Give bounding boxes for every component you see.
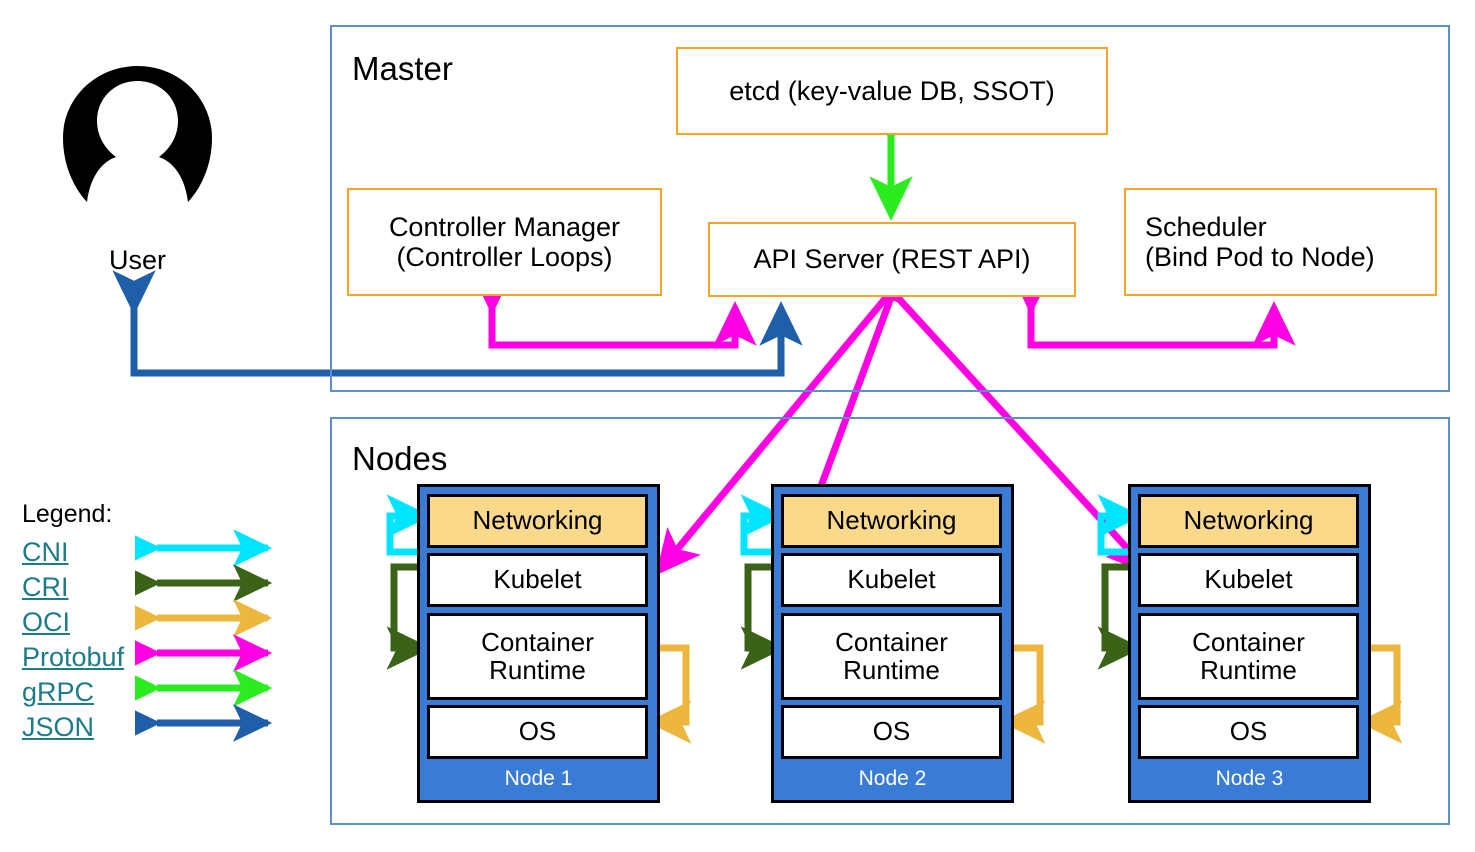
api-server-label: API Server (REST API)	[753, 244, 1031, 275]
node-2-name: Node 2	[858, 767, 927, 790]
legend-title: Legend:	[22, 500, 113, 528]
nodes-group-container	[330, 417, 1450, 825]
legend-link-protobuf[interactable]: Protobuf	[22, 642, 125, 672]
node-2-os-label: OS	[872, 716, 911, 747]
node-1-kubelet-label: Kubelet	[493, 564, 582, 595]
legend-link-cri[interactable]: CRI	[22, 572, 69, 602]
node-2-container-runtime[interactable]: Container Runtime	[781, 613, 1002, 700]
nodes-group-title: Nodes	[352, 440, 448, 477]
master-group-container	[330, 25, 1450, 392]
node-2-os[interactable]: OS	[781, 705, 1002, 759]
user-avatar-icon	[63, 66, 212, 202]
node-2-networking-label: Networking	[826, 505, 957, 536]
node-3-container-runtime-label: Container Runtime	[1192, 626, 1305, 685]
node-3[interactable]: Networking Kubelet Container Runtime OS …	[1128, 484, 1371, 803]
node-3-os[interactable]: OS	[1138, 705, 1359, 759]
scheduler-box[interactable]: Scheduler (Bind Pod to Node)	[1124, 188, 1437, 296]
node-3-networking-label: Networking	[1183, 505, 1314, 536]
etcd-label: etcd (key-value DB, SSOT)	[729, 75, 1055, 106]
user-label: User	[108, 245, 166, 275]
scheduler-label: Scheduler (Bind Pod to Node)	[1145, 211, 1375, 272]
node-3-name: Node 3	[1215, 767, 1284, 790]
node-2-kubelet[interactable]: Kubelet	[781, 553, 1002, 607]
node-3-kubelet[interactable]: Kubelet	[1138, 553, 1359, 607]
node-3-os-label: OS	[1229, 716, 1268, 747]
node-1-container-runtime[interactable]: Container Runtime	[427, 613, 648, 700]
api-server-box[interactable]: API Server (REST API)	[708, 222, 1076, 297]
node-3-kubelet-label: Kubelet	[1204, 564, 1293, 595]
legend-link-json[interactable]: JSON	[22, 712, 95, 742]
node-2-networking[interactable]: Networking	[781, 494, 1002, 548]
node-3-networking[interactable]: Networking	[1138, 494, 1359, 548]
controller-manager-box[interactable]: Controller Manager (Controller Loops)	[347, 188, 662, 296]
node-1-networking-label: Networking	[472, 505, 603, 536]
node-1-name: Node 1	[504, 767, 573, 790]
node-1-kubelet[interactable]: Kubelet	[427, 553, 648, 607]
node-1-networking[interactable]: Networking	[427, 494, 648, 548]
legend: Legend: CNI CRI OCI Protobuf gRPC JSON	[20, 500, 290, 742]
node-2-container-runtime-label: Container Runtime	[835, 626, 948, 685]
node-1[interactable]: Networking Kubelet Container Runtime OS …	[417, 484, 660, 803]
legend-link-cni[interactable]: CNI	[22, 537, 69, 567]
etcd-box[interactable]: etcd (key-value DB, SSOT)	[676, 47, 1108, 135]
legend-link-grpc[interactable]: gRPC	[22, 677, 95, 707]
legend-arrow-swatches	[135, 530, 273, 742]
node-2-kubelet-label: Kubelet	[847, 564, 936, 595]
node-1-os[interactable]: OS	[427, 705, 648, 759]
master-group-title: Master	[352, 50, 453, 87]
node-1-os-label: OS	[518, 716, 557, 747]
node-2[interactable]: Networking Kubelet Container Runtime OS …	[771, 484, 1014, 803]
legend-link-oci[interactable]: OCI	[22, 607, 71, 637]
node-3-container-runtime[interactable]: Container Runtime	[1138, 613, 1359, 700]
node-1-container-runtime-label: Container Runtime	[481, 626, 594, 685]
controller-manager-label: Controller Manager (Controller Loops)	[388, 211, 621, 272]
